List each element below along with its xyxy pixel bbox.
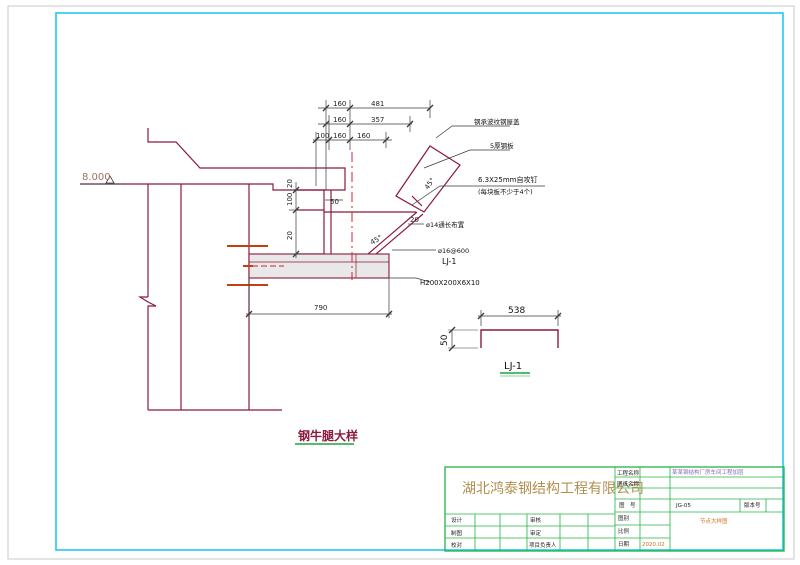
note-spacing: ø16@600	[438, 247, 469, 255]
dim-20-weld: 20	[410, 216, 419, 224]
h-beam	[243, 253, 390, 279]
tb-ratio-label: 比例	[618, 527, 630, 535]
company-name: 湖北鸿泰钢结构工程有限公司	[462, 480, 644, 497]
anchor-bolts	[227, 245, 268, 286]
lj-detail: 538 50 LJ-1	[440, 306, 562, 377]
title-block-labels: 工程名称 某某钢结构厂房车间工程加层 图纸名称 图 号 JG-05 版本号 图别…	[451, 468, 761, 549]
dim-160-d: 160	[357, 132, 370, 140]
steel-structure	[80, 128, 461, 411]
tb-review: 审核	[530, 516, 542, 524]
lj-width: 538	[508, 306, 525, 316]
dim-50-small: 50	[330, 198, 339, 206]
tb-date-value: 2020.02	[642, 542, 665, 548]
elevation-marker: 8.000	[80, 172, 124, 185]
dim-160-c: 160	[333, 132, 346, 140]
angle-lower: 45°	[369, 234, 384, 247]
tb-draw: 制图	[451, 529, 463, 537]
dim-20-bottom: 20	[286, 231, 294, 240]
tb-design: 设计	[451, 516, 463, 524]
tb-date-label: 日期	[618, 541, 630, 548]
dim-160-b: 160	[333, 116, 346, 124]
drawing-title: 钢牛腿大样	[295, 428, 358, 445]
tb-check: 校对	[451, 541, 463, 549]
dim-100-left: 100	[286, 193, 294, 206]
note-rebar: ø14通长布置	[426, 220, 465, 229]
elevation-label: 8.000	[82, 172, 111, 183]
note-plate: 5厚钢板	[490, 141, 514, 150]
dimension-ticks	[245, 104, 434, 318]
annotations: 钢承波纹钢屋盖 5厚钢板 6.3X25mm自攻钉 (每块板不少于4个) ø14通…	[420, 117, 537, 287]
lj-height: 50	[440, 334, 450, 346]
dimension-texts: 160 481 160 357 100 160 160 20 100 20 50…	[286, 100, 437, 312]
roof-panel	[395, 145, 461, 213]
tb-stamp: 节点大样图	[700, 517, 728, 525]
dim-357: 357	[371, 116, 384, 124]
drawing-frame	[55, 12, 784, 551]
lj-label: LJ-1	[504, 361, 522, 372]
concrete-beam	[147, 128, 346, 191]
tb-project-label: 工程名称	[617, 469, 640, 477]
dim-790: 790	[314, 304, 327, 312]
tb-version-label: 版本号	[744, 501, 761, 509]
detail-title: 钢牛腿大样	[298, 428, 358, 443]
tb-drawing-no-value: JG-05	[675, 503, 691, 509]
note-nail-count: (每块板不少于4个)	[478, 187, 533, 196]
note-nail: 6.3X25mm自攻钉	[478, 175, 537, 184]
note-corrugated: 钢承波纹钢屋盖	[474, 117, 520, 126]
dim-160-a: 160	[333, 100, 346, 108]
tb-scale-label: 图别	[618, 514, 629, 522]
tb-project-value: 某某钢结构厂房车间工程加层	[672, 468, 744, 476]
tb-drawing-name-label: 图纸名称	[617, 480, 640, 488]
tb-drawing-no-label: 图 号	[619, 501, 636, 509]
angle-top: 45°	[423, 176, 437, 191]
dim-20-top: 20	[286, 179, 294, 188]
tb-manager: 项目负责人	[529, 541, 557, 549]
note-section: H200X200X6X10	[420, 279, 480, 287]
dimension-lines	[246, 100, 545, 318]
note-lj: LJ-1	[442, 257, 457, 266]
dim-481: 481	[371, 100, 384, 108]
title-block	[444, 466, 785, 552]
outer-border	[7, 5, 795, 560]
tb-approve: 审定	[530, 529, 542, 537]
dim-100: 100	[316, 132, 329, 140]
